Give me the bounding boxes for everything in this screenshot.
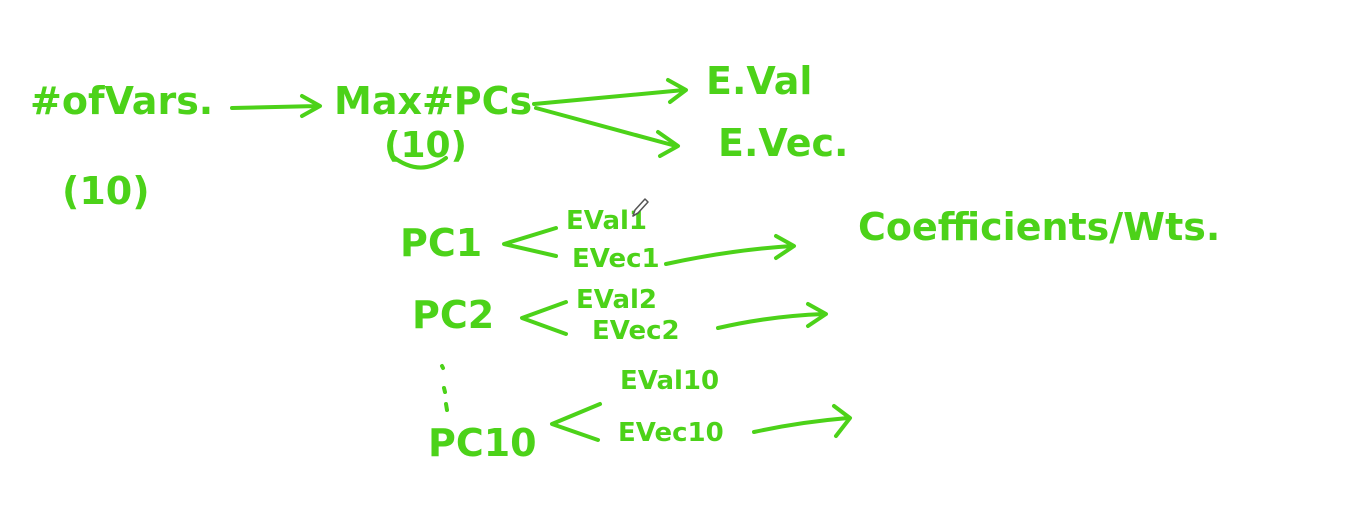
label-pc2-evec: EVec2 (592, 316, 680, 346)
label-eval: E.Val (706, 59, 813, 103)
label-num-vars-value: (10) (62, 169, 150, 213)
label-pc2: PC2 (412, 293, 495, 337)
branch-pc2 (520, 300, 568, 336)
arrow-evec10 (752, 404, 852, 438)
label-pc10-eval: EVal10 (620, 366, 720, 396)
arrow-evec2 (716, 302, 828, 330)
arrow-maxpcs-to-evec (534, 106, 680, 158)
arrow-maxpcs-to-eval (532, 78, 688, 106)
arrow-evec1-to-coefficients (664, 234, 796, 266)
underline-max-pcs (390, 154, 448, 170)
label-coefficients: Coefficients/Wts. (858, 205, 1221, 249)
branch-pc10 (550, 402, 602, 442)
label-pc1: PC1 (400, 221, 483, 265)
label-pc1-evec: EVec1 (572, 244, 660, 274)
label-max-pcs: Max#PCs (334, 79, 533, 123)
label-pc2-eval: EVal2 (576, 285, 658, 315)
label-pc10-evec: EVec10 (618, 418, 724, 448)
label-evec: E.Vec. (718, 121, 849, 165)
ellipsis-dots (440, 364, 449, 412)
label-max-pcs-value: (10) (384, 125, 468, 166)
branch-pc1 (502, 226, 558, 258)
pencil-icon (632, 198, 649, 217)
label-pc10: PC10 (428, 421, 537, 465)
arrow-vars-to-maxpcs (230, 94, 322, 118)
label-num-vars: #ofVars. (30, 79, 214, 123)
